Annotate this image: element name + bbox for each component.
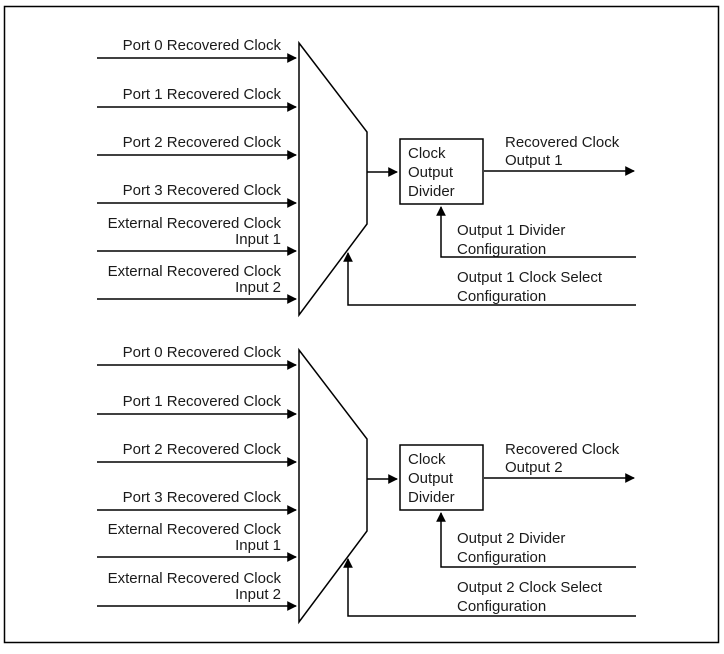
clock-output-divider-box <box>399 444 484 511</box>
clock-select-mux-shape <box>298 347 368 625</box>
output-label: Recovered Clock Output 1 <box>505 134 620 169</box>
input-label-port1: Port 1 Recovered Clock <box>122 86 281 103</box>
input-label-port0: Port 0 Recovered Clock <box>122 37 281 54</box>
clock-select-config-label: Output 1 Clock Select Configuration <box>457 269 603 305</box>
input-label-ext2: External Recovered Clock Input 2 <box>107 263 281 296</box>
divider-config-arrow <box>436 512 636 568</box>
input-label-port3: Port 3 Recovered Clock <box>122 182 281 199</box>
input-label-port3: Port 3 Recovered Clock <box>122 489 281 506</box>
clock-select-config-arrow <box>343 252 636 306</box>
input-label-ext1: External Recovered Clock Input 1 <box>107 521 281 554</box>
clock-output-divider-box <box>399 138 484 205</box>
input-label-port1: Port 1 Recovered Clock <box>122 393 281 410</box>
input-label-ext2: External Recovered Clock Input 2 <box>107 570 281 603</box>
input-label-port2: Port 2 Recovered Clock <box>122 134 281 151</box>
unit-1-geometry <box>97 40 636 318</box>
divider-config-label: Output 2 Divider Configuration <box>457 530 566 566</box>
input-label-port2: Port 2 Recovered Clock <box>122 441 281 458</box>
divider-box-label: Clock Output Divider <box>408 451 455 506</box>
output-label: Recovered Clock Output 2 <box>505 441 620 476</box>
diagram-border <box>3 5 720 644</box>
clock-select-config-arrow <box>343 558 636 617</box>
input-label-port0: Port 0 Recovered Clock <box>122 344 281 361</box>
divider-box-label: Clock Output Divider <box>408 145 455 200</box>
divider-config-arrow <box>436 206 636 258</box>
input-label-ext1: External Recovered Clock Input 1 <box>107 215 281 248</box>
clock-select-mux-shape <box>298 40 368 318</box>
clock-select-config-label: Output 2 Clock Select Configuration <box>457 579 603 615</box>
divider-config-label: Output 1 Divider Configuration <box>457 222 566 258</box>
unit-2-geometry <box>97 347 636 625</box>
